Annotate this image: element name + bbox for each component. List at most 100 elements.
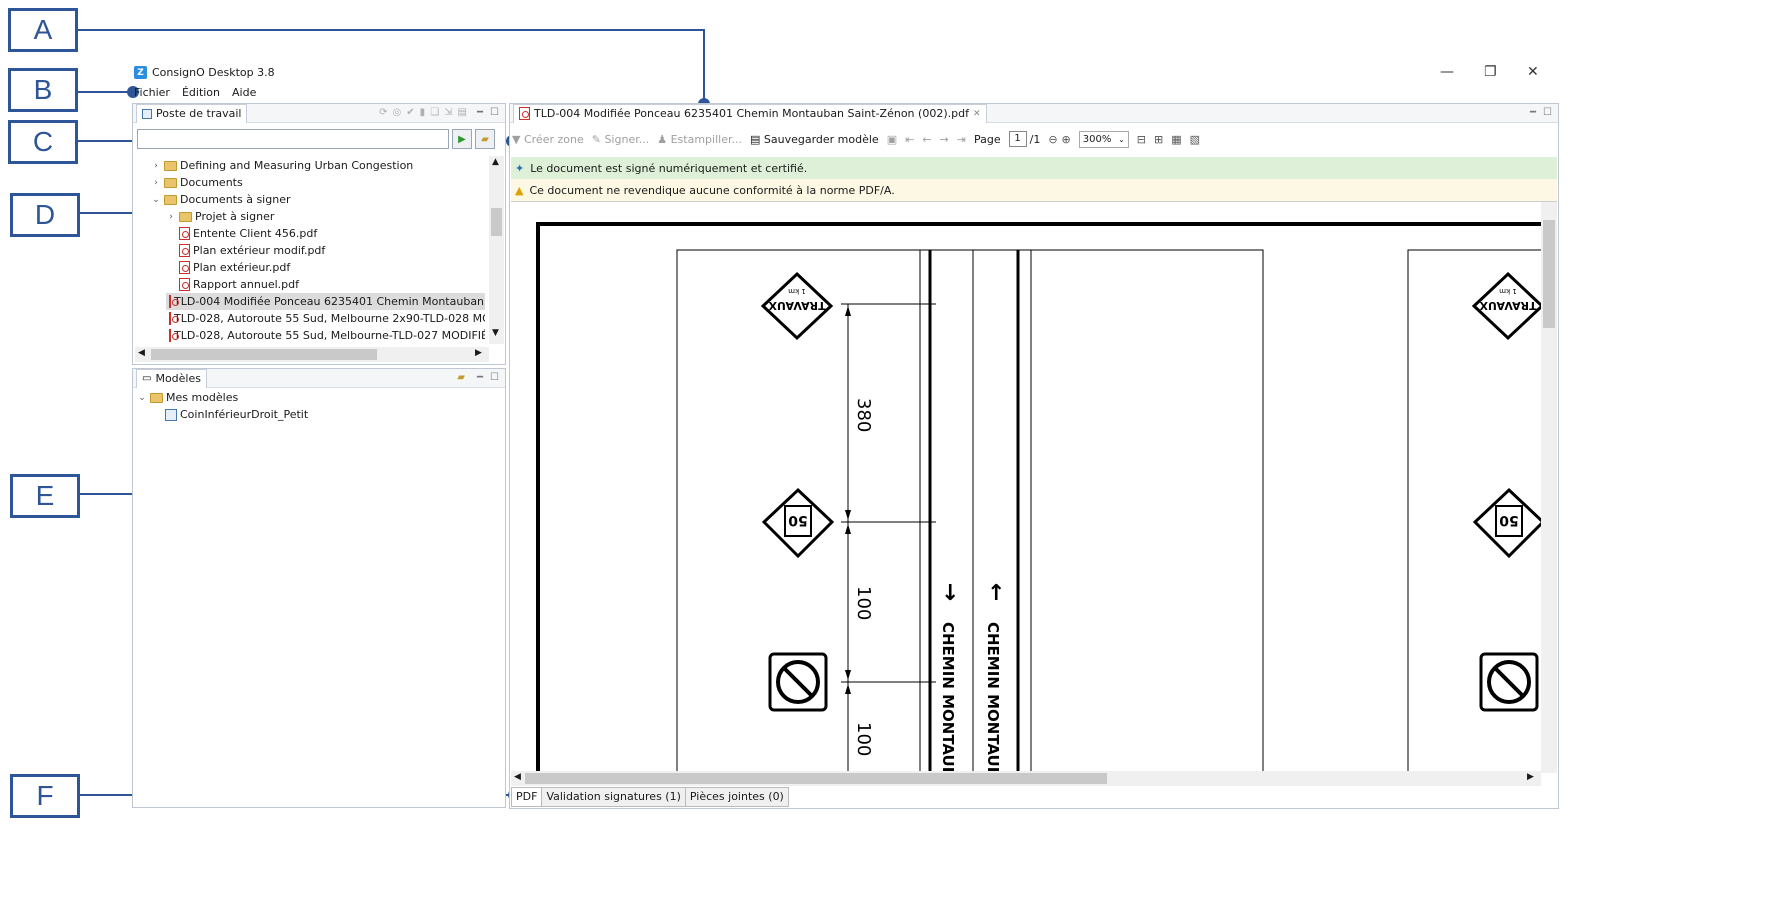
menu-edition[interactable]: Édition (181, 86, 221, 99)
folder-icon (164, 160, 177, 171)
tree-folder[interactable]: ⌄ Documents à signer (151, 191, 485, 208)
panel-maximize-icon[interactable]: ☐ (490, 107, 499, 118)
workspace-vscroll[interactable]: ▲ ▼ (489, 156, 504, 344)
create-zone-button[interactable]: ▼ Créer zone (512, 133, 584, 146)
scroll-down-icon[interactable]: ▼ (492, 328, 499, 338)
tree-file[interactable]: CoinInférieurDroit_Petit (152, 406, 500, 423)
document-tab[interactable]: TLD-004 Modifiée Ponceau 6235401 Chemin … (513, 103, 987, 123)
dim-arrow-3 (845, 524, 851, 534)
zoom-in-icon[interactable]: ⊕ (1061, 132, 1071, 146)
zoom-select[interactable]: 300% ⌄ (1078, 130, 1129, 148)
plan-box-left (676, 249, 1264, 773)
hscroll-right-icon[interactable]: ▶ (1527, 772, 1534, 782)
close-tab-icon[interactable]: ✕ (972, 108, 981, 119)
warning-icon: ▲ (515, 183, 524, 197)
chevron-down-icon[interactable]: ⌄ (138, 392, 146, 403)
restore-button[interactable]: ❐ (1484, 64, 1497, 80)
tree-file[interactable]: Entente Client 456.pdf (166, 225, 485, 242)
tree-item-label: Projet à signer (195, 210, 275, 223)
tree-file[interactable]: Plan extérieur.pdf (166, 259, 485, 276)
viewer-vscroll[interactable] (1541, 202, 1557, 773)
last-page-icon[interactable]: ⇥ (956, 132, 966, 146)
menu-aide[interactable]: Aide (232, 86, 257, 99)
book-icon[interactable]: ▮ (419, 107, 426, 118)
first-page-icon[interactable]: ⇤ (905, 132, 915, 146)
panel-minimize-icon[interactable]: ━ (476, 107, 483, 118)
page-number-input[interactable]: 1 (1008, 131, 1027, 147)
tree-folder[interactable]: ⌄Mes modèles (137, 389, 485, 406)
hscroll-left-icon[interactable]: ◀ (514, 772, 521, 782)
workspace-hscroll-thumb[interactable] (151, 349, 377, 360)
attach-icon[interactable]: ▧ (1189, 132, 1201, 146)
menu-fichier[interactable]: Fichier (134, 86, 170, 99)
scroll-left-icon[interactable]: ◀ (138, 348, 145, 358)
road-label-northbound: CHEMIN MONTAUBAN (984, 622, 1002, 773)
tab-pdf[interactable]: PDF (511, 787, 543, 807)
dimension-100-b: 100 (853, 722, 874, 756)
export-pdf-icon[interactable]: ▦ (1171, 132, 1182, 146)
tree-folder[interactable]: ›Documents (151, 174, 485, 191)
models-minimize-icon[interactable]: ━ (476, 372, 483, 383)
pdf-viewer[interactable]: 380 100 100 CHEMIN MONTAUBAN CHEMIN MONT… (511, 201, 1557, 773)
scroll-up-icon[interactable]: ▲ (492, 157, 499, 167)
tab-attachments[interactable]: Pièces jointes (0) (684, 787, 789, 807)
prev-page-icon[interactable]: ← (922, 132, 932, 146)
viewer-hscroll[interactable]: ◀ ▶ (511, 771, 1541, 786)
new-model-icon[interactable]: ▰ (457, 372, 465, 383)
tree-item-label: Documents à signer (180, 193, 291, 206)
sign-button[interactable]: ✎ Signer... (592, 133, 649, 146)
tree-file[interactable]: Rapport annuel.pdf (166, 276, 485, 293)
models-panel-tab[interactable]: ▭ Modèles (136, 368, 207, 388)
folder-icon (164, 177, 177, 188)
target-icon[interactable]: ◎ (392, 107, 402, 118)
copy-icon[interactable]: ❏ (430, 107, 440, 118)
tab-signature-validation[interactable]: Validation signatures (1) (541, 787, 686, 807)
tree-file[interactable]: TLD-028, Autoroute 55 Sud, Melbourne-TLD… (166, 327, 485, 344)
sign-travaux-right-text: TRAVAUX (1479, 299, 1537, 312)
open-folder-button[interactable]: ▰ (475, 129, 495, 149)
save-model-button[interactable]: ▤ Sauvegarder modèle (750, 133, 879, 146)
play-icon: ▶ (458, 133, 466, 145)
viewer-bottom-tabs: PDF Validation signatures (1) Pièces joi… (511, 787, 789, 807)
run-search-button[interactable]: ▶ (452, 129, 472, 149)
close-button[interactable]: ✕ (1527, 64, 1539, 80)
scroll-right-icon[interactable]: ▶ (475, 348, 482, 358)
document-tab-title: TLD-004 Modifiée Ponceau 6235401 Chemin … (534, 107, 969, 120)
tree-item-label: Plan extérieur modif.pdf (193, 244, 326, 257)
refresh-icon[interactable]: ⟳ (379, 107, 388, 118)
folder-icon (150, 392, 163, 403)
tree-file[interactable]: Plan extérieur modif.pdf (166, 242, 485, 259)
chevron-down-icon[interactable]: ⌄ (152, 194, 160, 205)
tree-folder[interactable]: › Projet à signer (166, 208, 485, 225)
tree-file[interactable]: TLD-028, Autoroute 55 Sud, Melbourne 2x9… (166, 310, 485, 327)
chevron-right-icon[interactable]: › (169, 211, 173, 222)
fit-width-icon[interactable]: ⊞ (1153, 132, 1164, 146)
next-page-icon[interactable]: → (939, 132, 949, 146)
chevron-right-icon[interactable]: › (154, 177, 158, 188)
editor-maximize-icon[interactable]: ☐ (1543, 107, 1552, 118)
viewer-vscroll-thumb[interactable] (1543, 220, 1555, 328)
tree-folder[interactable]: ›Defining and Measuring Urban Congestion (151, 157, 485, 174)
pdf-icon (519, 107, 530, 120)
print-icon[interactable]: ▣ (886, 132, 898, 146)
doc-icon[interactable]: ▤ (457, 107, 467, 118)
stamp-button[interactable]: ♟ Estampiller... (657, 133, 742, 146)
minimize-button[interactable]: — (1440, 64, 1454, 80)
workspace-hscroll[interactable]: ◀ ▶ (135, 347, 489, 362)
check-icon[interactable]: ✔ (406, 107, 415, 118)
tree-file[interactable]: TLD-004 Modifiée Ponceau 6235401 Chemin … (166, 293, 485, 310)
folder-icon (164, 194, 177, 205)
zoom-out-icon[interactable]: ⊖ (1048, 132, 1058, 146)
export-icon[interactable]: ⇲ (444, 107, 453, 118)
models-maximize-icon[interactable]: ☐ (490, 372, 499, 383)
chevron-right-icon[interactable]: › (154, 160, 158, 171)
workspace-vscroll-thumb[interactable] (491, 208, 502, 236)
workspace-panel-tab[interactable]: Poste de travail (136, 103, 248, 123)
fit-page-icon[interactable]: ⊟ (1136, 132, 1146, 146)
connector-a-h (78, 29, 704, 31)
viewer-hscroll-thumb[interactable] (525, 773, 1107, 784)
editor-minimize-icon[interactable]: ━ (1529, 107, 1536, 118)
workspace-search-input[interactable] (137, 129, 449, 149)
callout-e: E (10, 474, 80, 518)
